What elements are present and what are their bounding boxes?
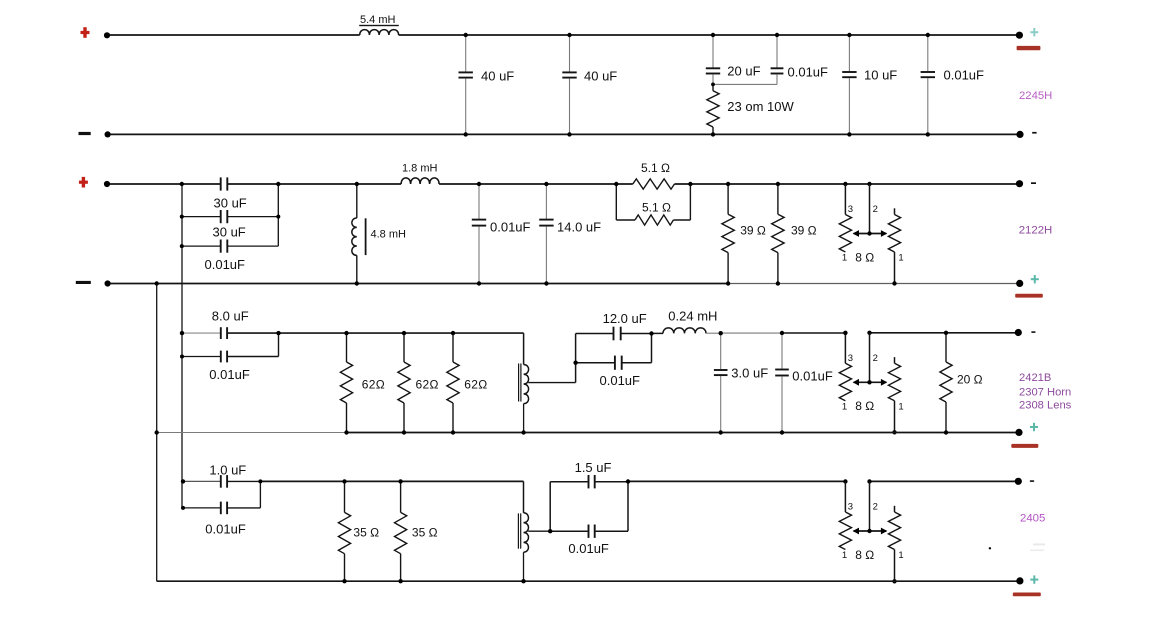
svg-text:20 Ω: 20 Ω	[957, 373, 983, 387]
svg-text:0.24 mH: 0.24 mH	[668, 308, 717, 323]
svg-text:62Ω: 62Ω	[464, 377, 487, 391]
svg-text:62Ω: 62Ω	[416, 377, 439, 391]
svg-text:2: 2	[873, 502, 878, 513]
svg-text:2122H: 2122H	[1019, 224, 1053, 236]
svg-text:39 Ω: 39 Ω	[740, 223, 766, 237]
svg-text:3.0 uF: 3.0 uF	[731, 366, 768, 381]
svg-text:1: 1	[842, 401, 847, 412]
svg-text:40 uF: 40 uF	[481, 68, 514, 83]
svg-text:2307 Horn: 2307 Horn	[1019, 387, 1071, 399]
svg-text:1: 1	[898, 401, 903, 412]
svg-text:2405: 2405	[1020, 513, 1045, 525]
svg-text:0.01uF: 0.01uF	[568, 541, 609, 556]
svg-text:1: 1	[898, 253, 903, 264]
svg-text:62Ω: 62Ω	[362, 377, 385, 391]
svg-text:5.4 mH: 5.4 mH	[360, 14, 396, 26]
svg-text:14.0 uF: 14.0 uF	[557, 219, 601, 234]
svg-text:1.0 uF: 1.0 uF	[209, 462, 246, 477]
svg-text:30 uF: 30 uF	[213, 225, 246, 240]
svg-text:30 uF: 30 uF	[214, 196, 247, 211]
svg-text:40 uF: 40 uF	[584, 68, 617, 83]
svg-text:12.0 uF: 12.0 uF	[603, 311, 647, 326]
svg-text:8 Ω: 8 Ω	[855, 548, 874, 562]
svg-text:2: 2	[873, 353, 878, 364]
svg-text:2421B: 2421B	[1019, 372, 1051, 384]
svg-text:3: 3	[848, 502, 853, 513]
svg-text:0.01uF: 0.01uF	[205, 522, 246, 537]
svg-text:5.1 Ω: 5.1 Ω	[642, 200, 671, 214]
svg-text:0.01uF: 0.01uF	[209, 367, 250, 382]
svg-text:0.01uF: 0.01uF	[792, 368, 833, 383]
svg-text:1: 1	[842, 550, 847, 561]
svg-text:2: 2	[873, 204, 878, 215]
svg-text:0.01uF: 0.01uF	[600, 373, 641, 388]
svg-text:0.01uF: 0.01uF	[490, 219, 531, 234]
svg-text:8 Ω: 8 Ω	[855, 250, 874, 264]
svg-text:2245H: 2245H	[1019, 90, 1052, 102]
svg-text:5.1 Ω: 5.1 Ω	[641, 161, 670, 175]
svg-text:3: 3	[848, 204, 853, 215]
svg-text:8.0 uF: 8.0 uF	[212, 309, 249, 324]
svg-text:1: 1	[898, 550, 903, 561]
svg-text:4.8 mH: 4.8 mH	[371, 228, 407, 240]
svg-text:2308 Lens: 2308 Lens	[1019, 399, 1072, 411]
svg-text:8 Ω: 8 Ω	[855, 399, 874, 413]
svg-text:0.01uF: 0.01uF	[205, 257, 246, 272]
svg-text:0.01uF: 0.01uF	[944, 68, 985, 83]
svg-text:3: 3	[848, 353, 853, 364]
svg-text:1.8 mH: 1.8 mH	[402, 162, 438, 174]
svg-text:10 uF: 10 uF	[864, 68, 897, 83]
svg-text:35 Ω: 35 Ω	[412, 525, 438, 539]
svg-text:1: 1	[842, 253, 847, 264]
svg-text:35 Ω: 35 Ω	[353, 525, 379, 539]
svg-text:20 uF: 20 uF	[727, 64, 760, 79]
svg-text:39 Ω: 39 Ω	[791, 223, 817, 237]
svg-text:0.01uF: 0.01uF	[788, 65, 829, 80]
svg-text:1.5 uF: 1.5 uF	[575, 460, 612, 475]
svg-text:23 om 10W: 23 om 10W	[727, 99, 794, 114]
